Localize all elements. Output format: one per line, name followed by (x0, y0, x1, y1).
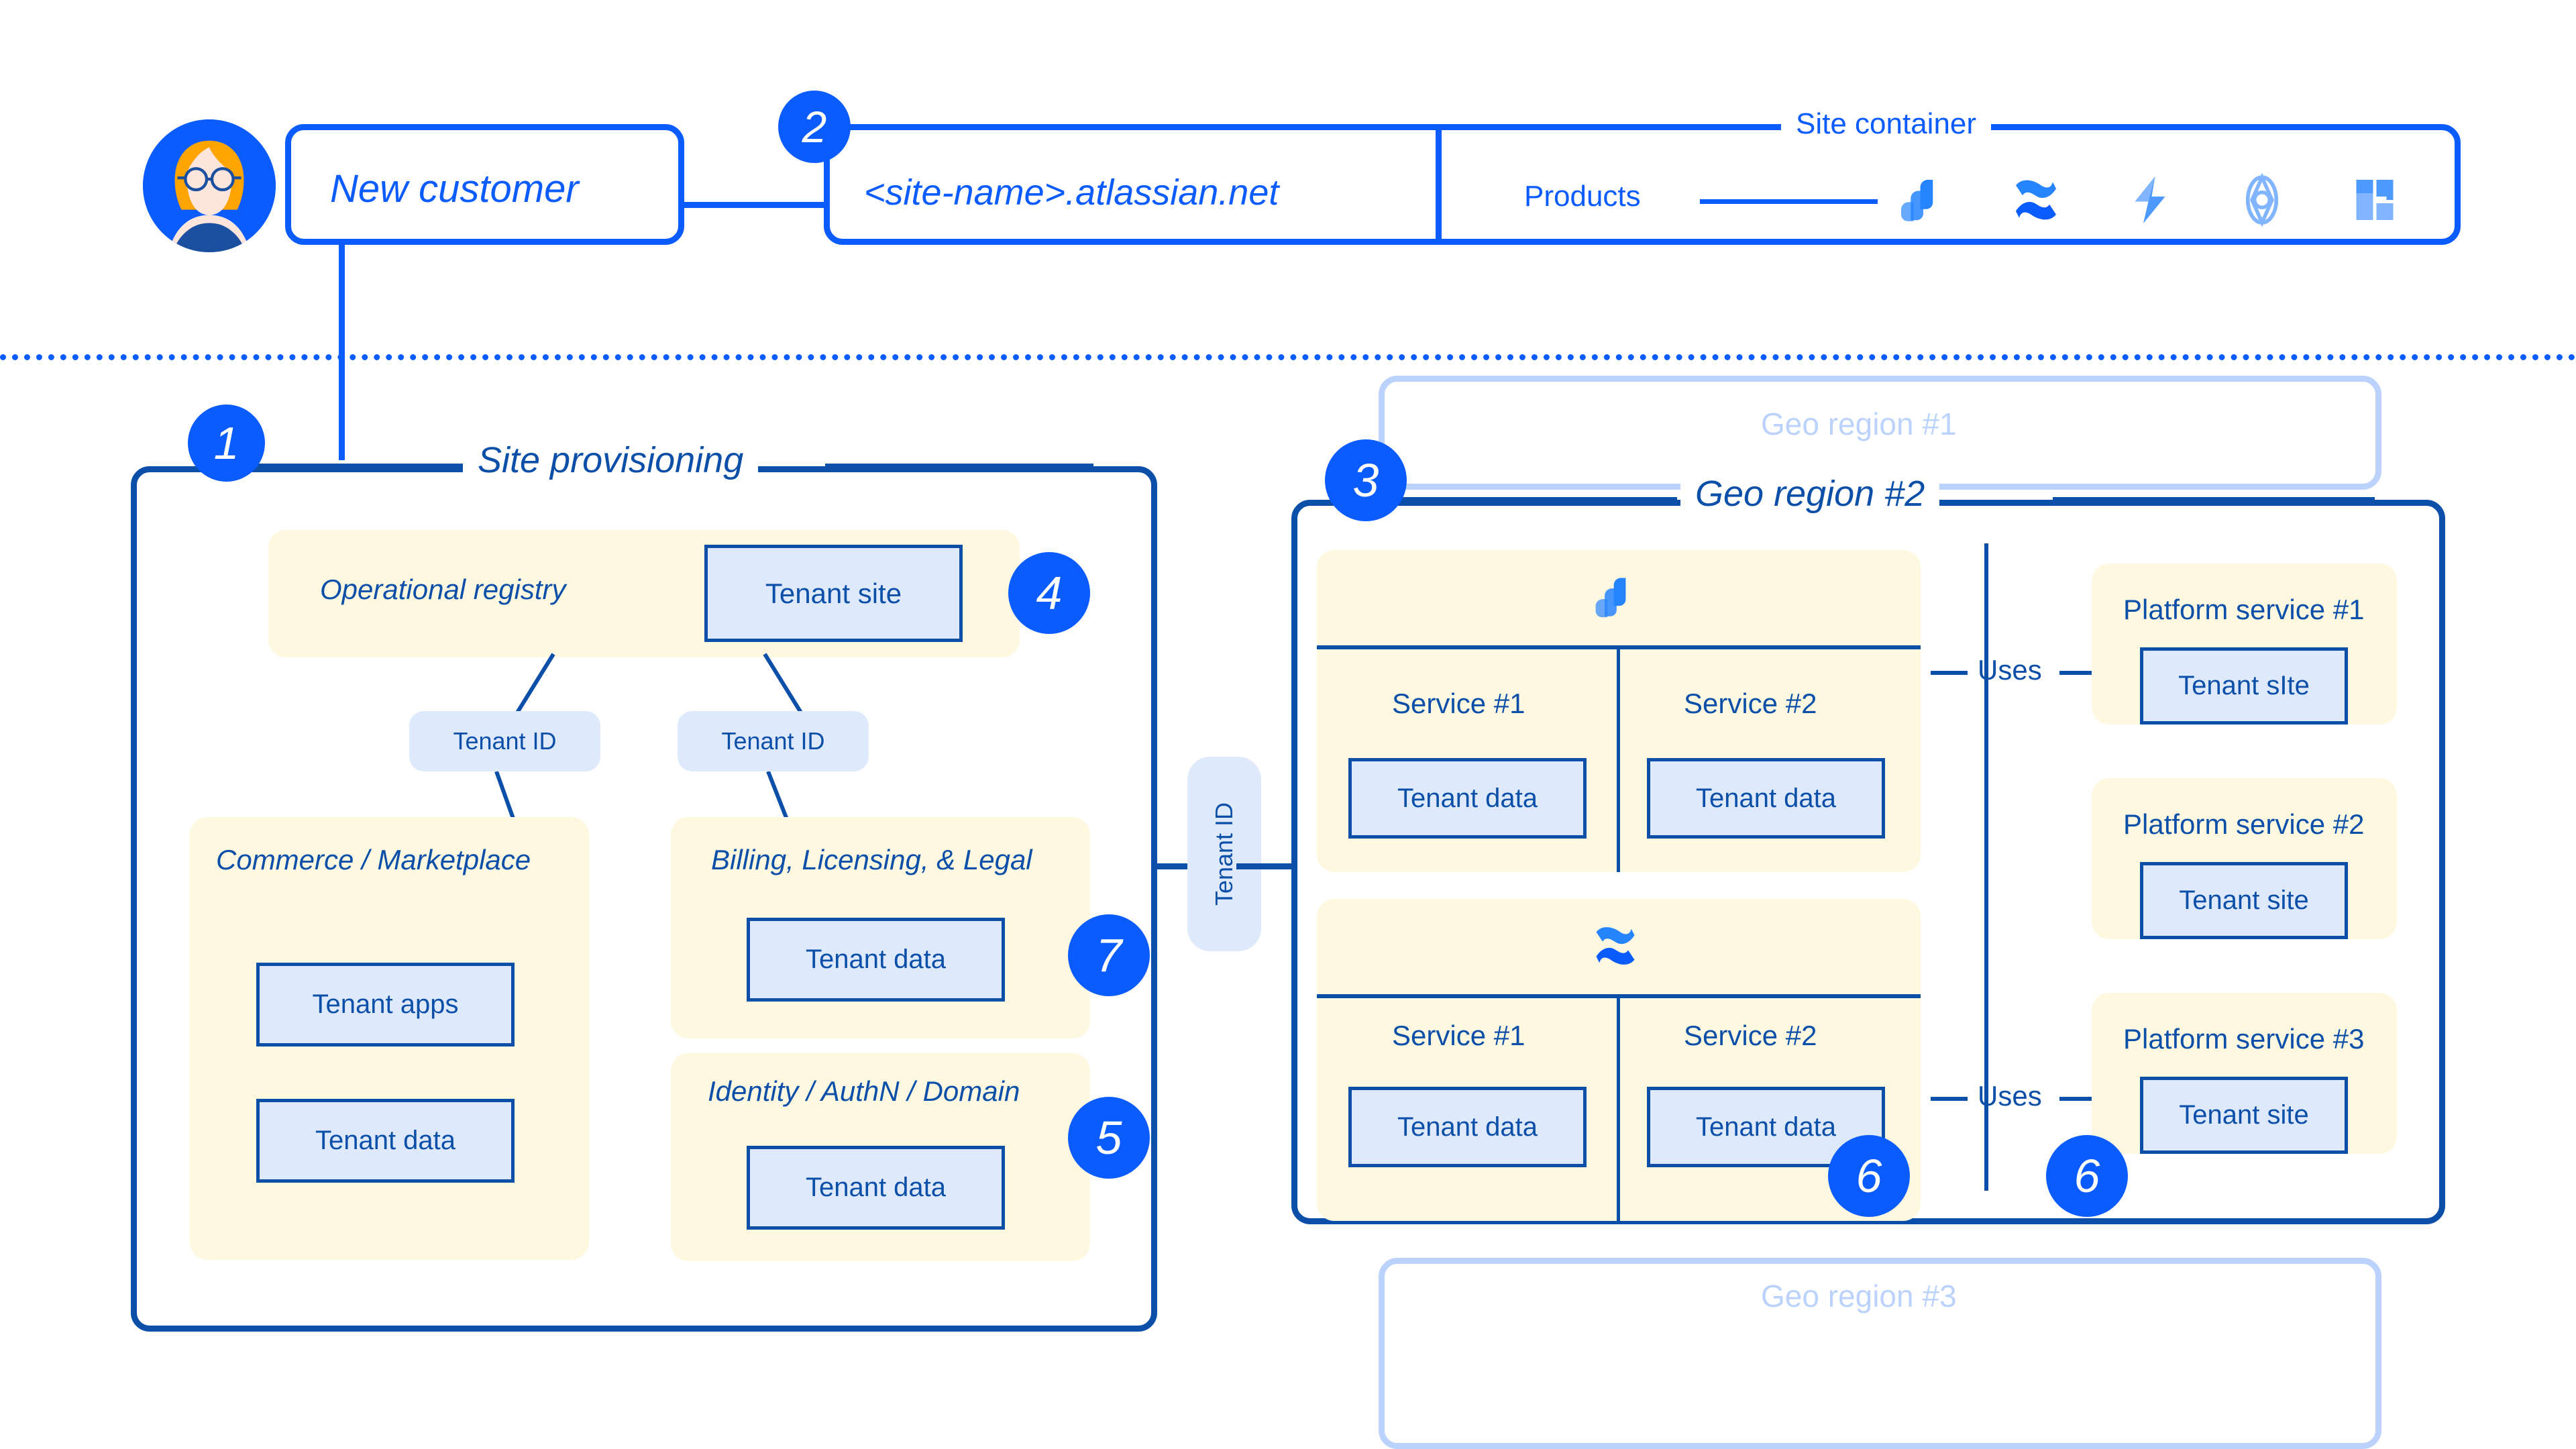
billing-tenant-data-box[interactable]: Tenant data (747, 918, 1005, 1002)
identity-tenant-data-label: Tenant data (805, 1173, 947, 1202)
connector-customer-to-site (680, 202, 824, 208)
site-url-label: <site-name>.atlassian.net (864, 172, 1279, 213)
region2-product-1-service-1-label: Service #1 (1392, 688, 1525, 719)
above-below-divider (0, 354, 2576, 360)
region2-p2-s2-data-label: Tenant data (1695, 1112, 1837, 1142)
commerce-marketplace-label: Commerce / Marketplace (216, 844, 531, 875)
products-label: Products (1524, 180, 1641, 213)
product-icon-bitbucket[interactable] (2123, 173, 2177, 230)
region2-p1-s1-data-label: Tenant data (1397, 783, 1538, 813)
commerce-tenant-data-box[interactable]: Tenant data (256, 1099, 515, 1183)
region2-internal-divider (1984, 543, 1988, 1191)
geo-region-1-label: Geo region #1 (1761, 407, 1957, 441)
geo-region-3-label: Geo region #3 (1761, 1279, 1957, 1313)
connector-customer-down (339, 240, 345, 460)
region2-p1-s2-data-label: Tenant data (1695, 783, 1837, 813)
geo-region-2-label: Geo region #2 (1680, 473, 1940, 515)
identity-authn-domain-label: Identity / AuthN / Domain (708, 1075, 1020, 1107)
region2-product-2-vrule (1617, 994, 1620, 1221)
platform-service-3-label: Platform service #3 (2123, 1023, 2365, 1055)
region2-product-2-service-1-data-box[interactable]: Tenant data (1348, 1087, 1587, 1167)
region2-product-1-service-2-label: Service #2 (1684, 688, 1817, 719)
bridge-line-right (1236, 863, 1318, 869)
step-5-bubble: 5 (1068, 1097, 1150, 1179)
step-3-number: 3 (1352, 454, 1379, 506)
step-6b-bubble: 6 (2046, 1135, 2128, 1217)
step-2-bubble: 2 (778, 91, 851, 163)
region2-product-1-service-2-data-box[interactable]: Tenant data (1647, 758, 1885, 839)
billing-licensing-legal-label: Billing, Licensing, & Legal (711, 844, 1032, 875)
product-icon-confluence[interactable] (2009, 173, 2063, 230)
platform-service-1-box-label: Tenant sIte (2178, 671, 2310, 700)
commerce-tenant-data-label: Tenant data (315, 1126, 456, 1155)
platform-service-3-box-label: Tenant site (2179, 1100, 2309, 1130)
platform-service-2-box[interactable]: Tenant site (2140, 862, 2348, 939)
step-2-number: 2 (802, 102, 827, 152)
geo-region-2-title-stub-left (1368, 497, 1677, 503)
site-box-divider (1436, 124, 1442, 245)
site-provisioning-title: Site provisioning (463, 439, 759, 481)
platform-service-1-box[interactable]: Tenant sIte (2140, 647, 2348, 724)
uses-bottom-line-left (1931, 1097, 1968, 1101)
new-customer-label: New customer (330, 167, 579, 211)
region2-product-1-vrule (1617, 645, 1620, 872)
region2-p2-s1-data-label: Tenant data (1397, 1112, 1538, 1142)
billing-tenant-data-label: Tenant data (805, 945, 947, 974)
tenant-id-pill-left: Tenant ID (409, 711, 600, 771)
tenant-id-pill-right: Tenant ID (678, 711, 869, 771)
step-4-bubble: 4 (1008, 552, 1090, 634)
product-icon-trello[interactable] (2348, 173, 2402, 230)
tenant-id-left-label: Tenant ID (453, 727, 557, 755)
step-6a-number: 6 (1856, 1150, 1882, 1202)
site-container-label: Site container (1781, 107, 1992, 141)
platform-service-2-box-label: Tenant site (2179, 885, 2309, 915)
step-4-number: 4 (1036, 567, 1063, 619)
product-icon-compass[interactable] (2235, 172, 2289, 230)
step-6b-number: 6 (2074, 1150, 2100, 1202)
products-connector-line (1700, 199, 1878, 204)
bridge-tenant-id-label: Tenant ID (1210, 802, 1238, 906)
step-1-number: 1 (213, 417, 239, 469)
step-1-bubble: 1 (188, 405, 265, 482)
operational-registry-label: Operational registry (320, 574, 566, 605)
bridge-tenant-id-pill: Tenant ID (1187, 757, 1261, 951)
site-provisioning-title-stub-right (825, 464, 1093, 470)
platform-service-3-box[interactable]: Tenant site (2140, 1077, 2348, 1154)
product-icon-jira[interactable] (1895, 173, 1949, 230)
geo-region-1-ghost-box (1379, 376, 2381, 490)
step-3-bubble: 3 (1325, 439, 1407, 521)
region2-product-1-service-1-data-box[interactable]: Tenant data (1348, 758, 1587, 839)
identity-tenant-data-box[interactable]: Tenant data (747, 1146, 1005, 1230)
step-6a-bubble: 6 (1828, 1135, 1910, 1217)
step-7-number: 7 (1095, 929, 1122, 981)
new-customer-box[interactable] (285, 124, 684, 245)
region2-product-2-icon-confluence (1590, 920, 1641, 975)
operational-registry-tenant-site-box[interactable]: Tenant site (704, 545, 963, 642)
tenant-apps-label: Tenant apps (312, 989, 459, 1019)
site-container-box[interactable] (824, 124, 2461, 245)
geo-region-3-ghost-box (1379, 1258, 2381, 1449)
tenant-id-right-label: Tenant ID (721, 727, 825, 755)
region2-product-2-service-2-label: Service #2 (1684, 1020, 1817, 1051)
site-provisioning-title-stub-left (208, 464, 463, 470)
customer-avatar (143, 119, 276, 252)
tenant-site-label: Tenant site (765, 577, 902, 609)
region2-product-2-service-1-label: Service #1 (1392, 1020, 1525, 1051)
uses-top-label: Uses (1978, 654, 2042, 686)
commerce-tenant-apps-box[interactable]: Tenant apps (256, 963, 515, 1046)
step-5-number: 5 (1095, 1112, 1122, 1164)
region2-product-1-icon-jira (1590, 572, 1641, 626)
geo-region-2-title-stub-right (2053, 497, 2375, 503)
uses-top-line-left (1931, 671, 1968, 675)
platform-service-2-label: Platform service #2 (2123, 808, 2365, 840)
uses-bottom-label: Uses (1978, 1080, 2042, 1112)
step-7-bubble: 7 (1068, 914, 1150, 996)
platform-service-1-label: Platform service #1 (2123, 594, 2365, 625)
